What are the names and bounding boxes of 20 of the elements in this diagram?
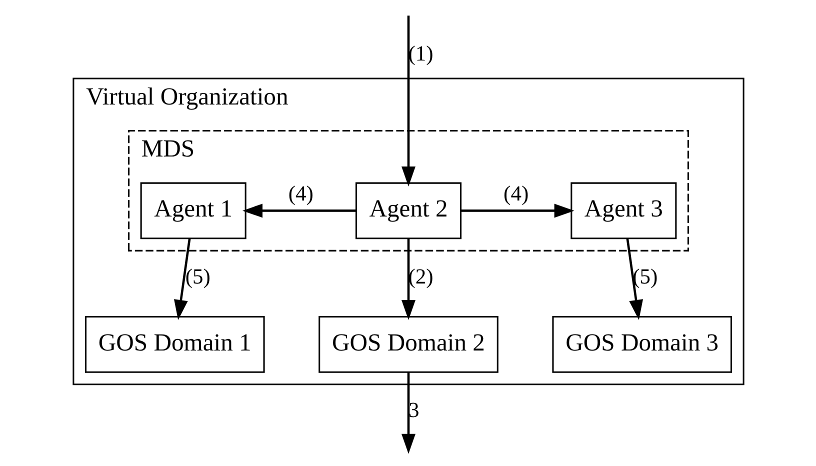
arrow xyxy=(401,16,415,186)
edge-label: (5) xyxy=(184,264,210,288)
edge-label: (1) xyxy=(408,41,433,66)
edge-label: (2) xyxy=(408,264,433,288)
arrow xyxy=(173,238,190,320)
node-box: GOS Domain 3 xyxy=(552,316,732,373)
arrow xyxy=(401,238,415,320)
arrow xyxy=(401,372,415,454)
node-box: GOS Domain 1 xyxy=(84,316,264,373)
node-box: Agent 2 xyxy=(354,182,462,240)
edge-label: (4) xyxy=(288,181,313,206)
node-box: GOS Domain 2 xyxy=(318,316,498,373)
edge-label: (4) xyxy=(503,181,528,206)
node-box: Agent 1 xyxy=(140,182,246,240)
node-box: Agent 3 xyxy=(570,182,676,240)
edge-label: (5) xyxy=(632,264,658,288)
edge-label: 3 xyxy=(408,398,419,422)
arrow xyxy=(460,204,574,218)
arrow xyxy=(242,204,356,218)
arrow xyxy=(626,238,643,320)
